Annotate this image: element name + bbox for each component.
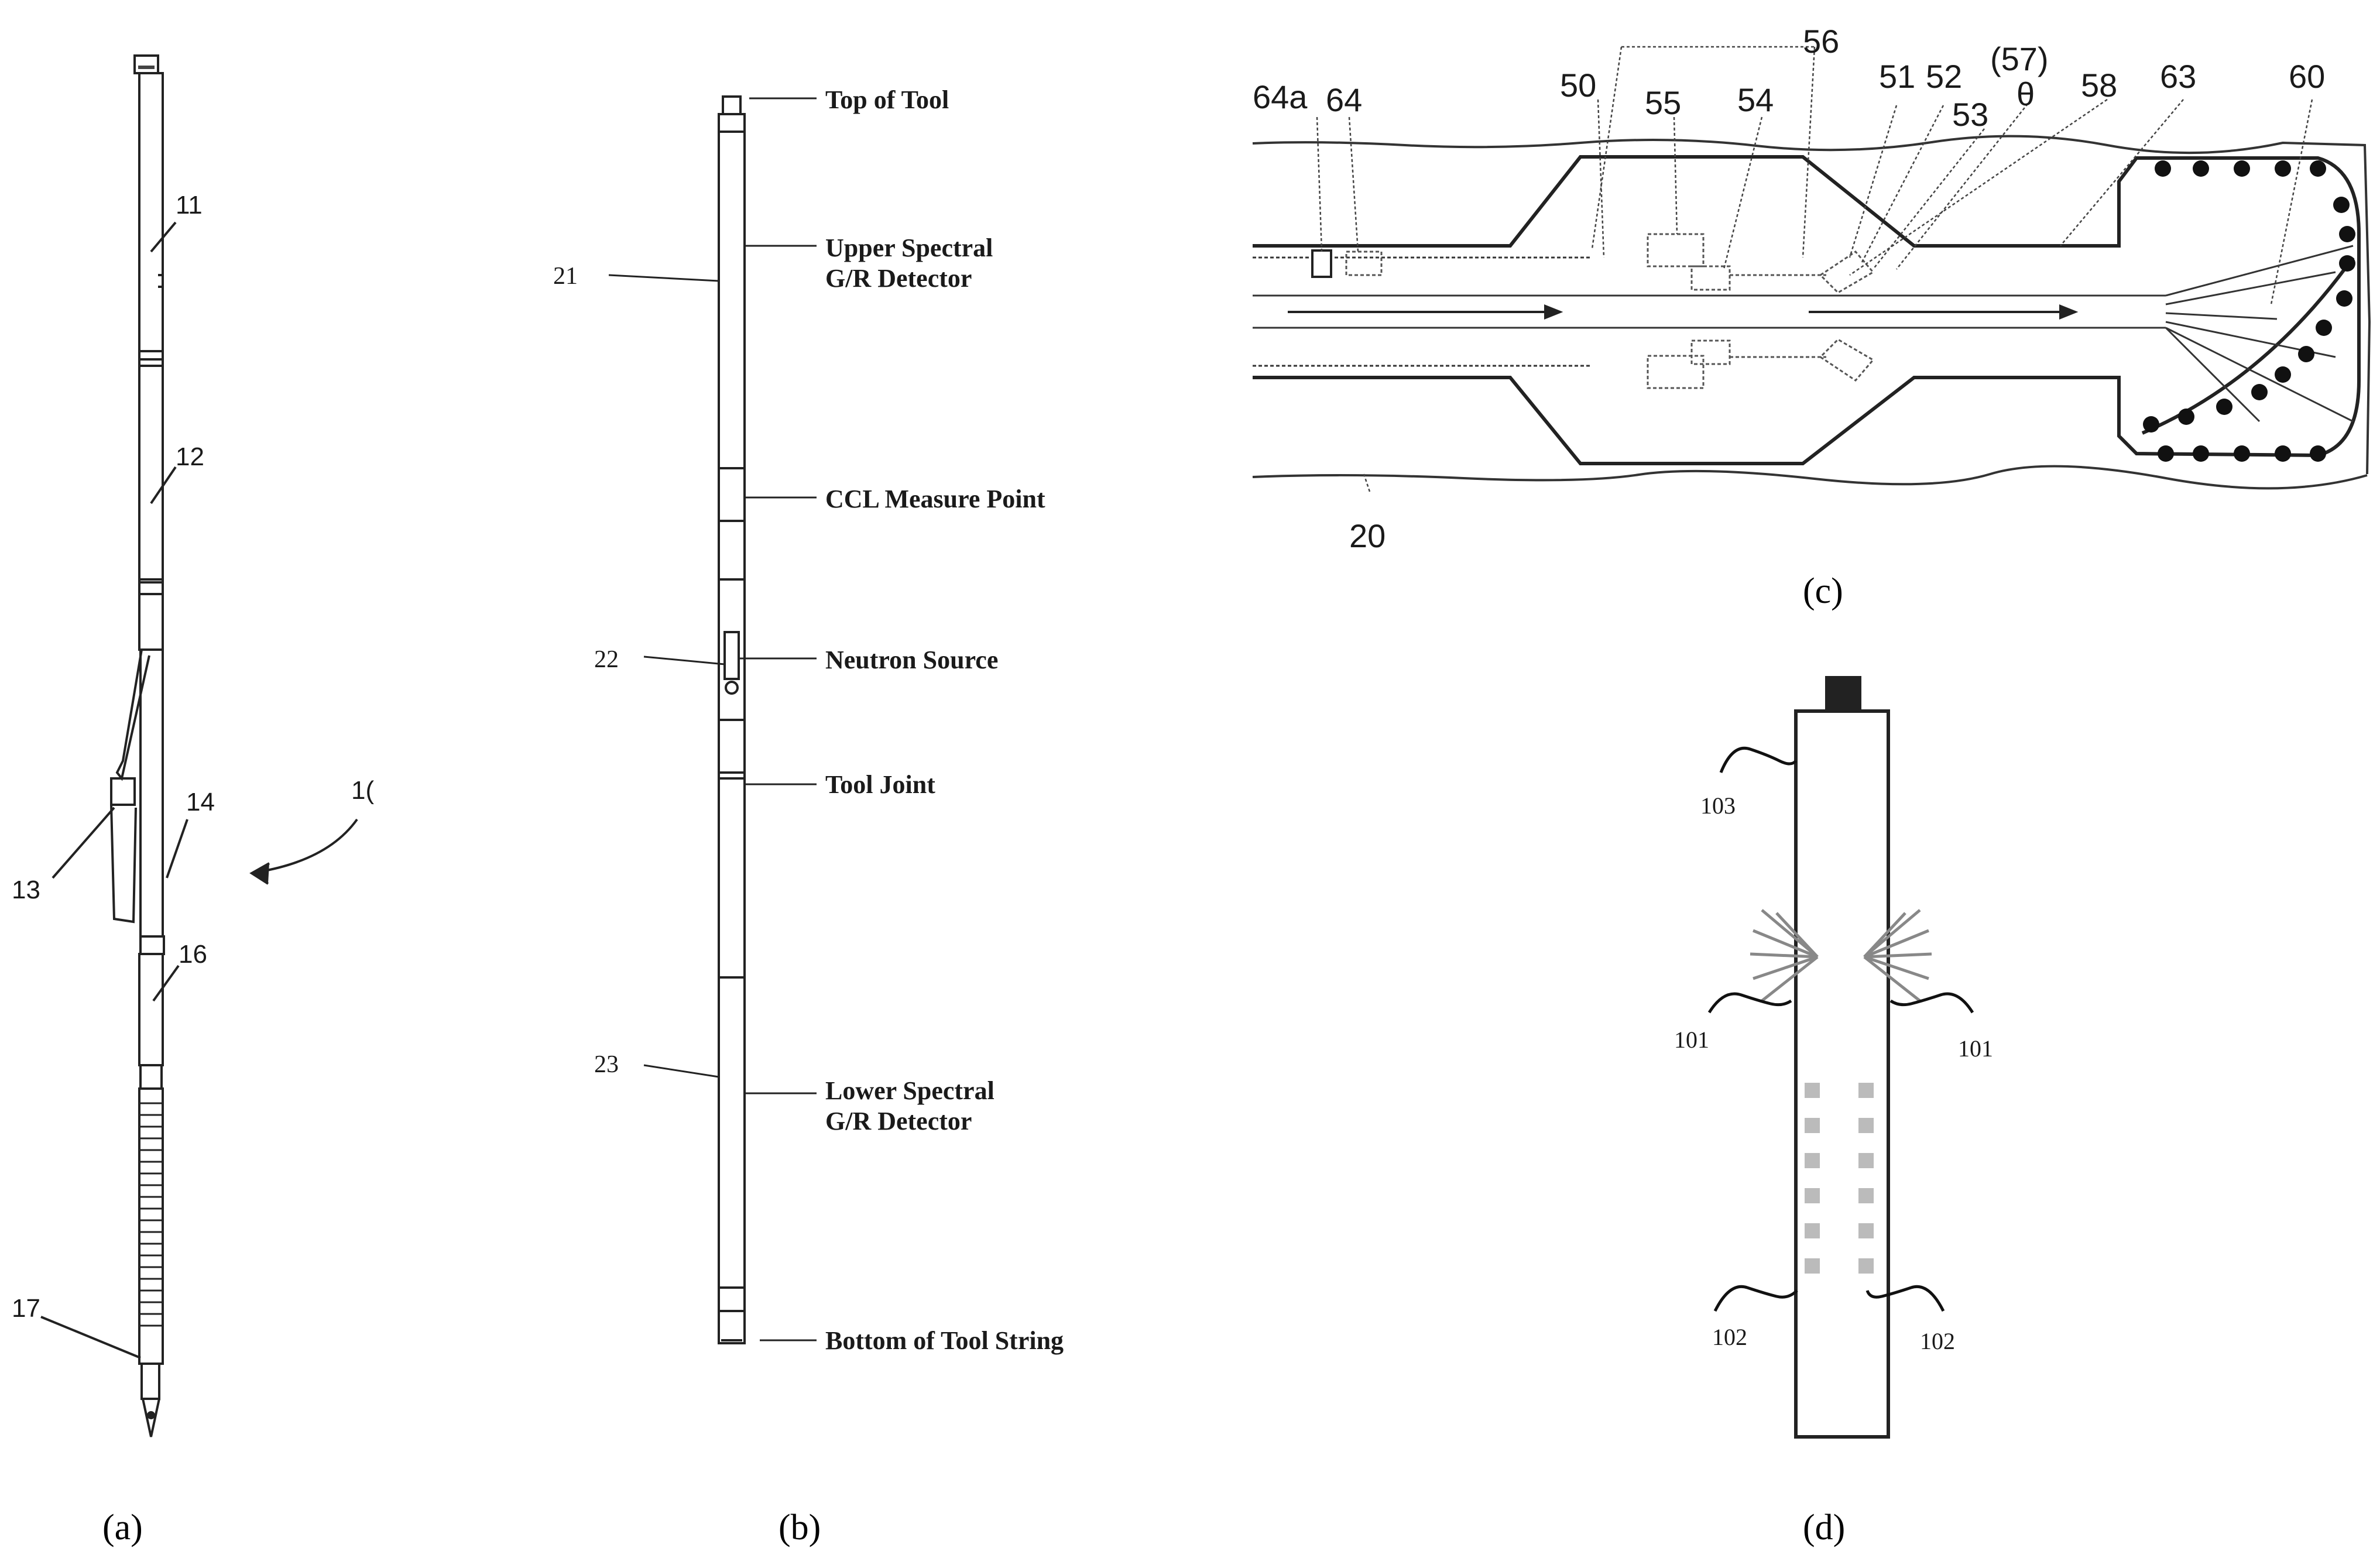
label-11: 11 [176, 191, 203, 219]
label-ccl-measure-point: CCL Measure Point [825, 485, 1045, 513]
label-16: 16 [179, 940, 207, 969]
label-103: 103 [1700, 792, 1736, 819]
label-20: 20 [1349, 517, 1386, 554]
label-58: 58 [2081, 67, 2117, 104]
label-60: 60 [2289, 58, 2325, 95]
label-lower-spectral-1: Lower Spectral [825, 1076, 994, 1105]
label-53: 53 [1952, 96, 1988, 133]
label-theta: θ [2017, 76, 2035, 112]
caption-c: (c) [1803, 571, 1843, 611]
label-55: 55 [1645, 84, 1681, 121]
caption-d: (d) [1803, 1508, 1845, 1547]
panel-c-channel [1253, 245, 2354, 423]
panel-a-tool-drawing [110, 54, 165, 1437]
label-64: 64 [1326, 81, 1362, 118]
panel-c-leaders [1316, 46, 2313, 492]
label-22: 22 [594, 646, 619, 673]
caption-a: (a) [102, 1508, 143, 1547]
label-upper-spectral-2: G/R Detector [825, 264, 972, 293]
label-tool-joint: Tool Joint [825, 770, 935, 799]
label-63: 63 [2160, 58, 2196, 95]
panel-b-leaders [608, 97, 817, 1341]
label-14: 14 [186, 788, 215, 816]
label-101-right: 101 [1958, 1035, 1993, 1062]
panel-c-components [1345, 233, 1875, 389]
label-17: 17 [12, 1294, 40, 1323]
label-64a: 64a [1253, 78, 1308, 115]
label-51: 51 [1879, 58, 1915, 95]
label-102-left: 102 [1712, 1324, 1747, 1350]
label-52: 52 [1926, 58, 1962, 95]
label-bottom-of-tool-string: Bottom of Tool String [825, 1326, 1064, 1355]
label-101-left: 101 [1674, 1027, 1709, 1053]
panel-c-component-64a [1311, 249, 1332, 278]
panel-b-tool-drawing [718, 95, 746, 1344]
label-upper-spectral-1: Upper Spectral [825, 234, 993, 262]
label-23: 23 [594, 1051, 619, 1078]
panel-d-tool-drawing [1750, 676, 1932, 1439]
label-lower-spectral-2: G/R Detector [825, 1107, 972, 1135]
panel-d-squiggle-leaders [1707, 747, 1974, 1312]
label-21: 21 [553, 263, 578, 290]
label-50: 50 [1560, 67, 1596, 104]
label-13: 13 [12, 876, 40, 904]
panel-c-borehole-walls [1252, 135, 2371, 490]
label-54: 54 [1737, 81, 1774, 118]
panel-c-tool-body [1253, 155, 2361, 465]
label-top-of-tool: Top of Tool [825, 85, 949, 114]
label-12: 12 [176, 442, 204, 471]
label-neutron-source: Neutron Source [825, 646, 998, 674]
panel-c-flow-arrows [1288, 304, 2079, 320]
panel-a-leaders [40, 221, 358, 1359]
caption-b: (b) [779, 1508, 821, 1547]
label-102-right: 102 [1920, 1328, 1955, 1354]
label-1: 1( [351, 776, 374, 805]
label-57: (57) [1990, 40, 2049, 77]
panel-c-balls [2143, 160, 2355, 462]
label-56: 56 [1803, 23, 1839, 60]
